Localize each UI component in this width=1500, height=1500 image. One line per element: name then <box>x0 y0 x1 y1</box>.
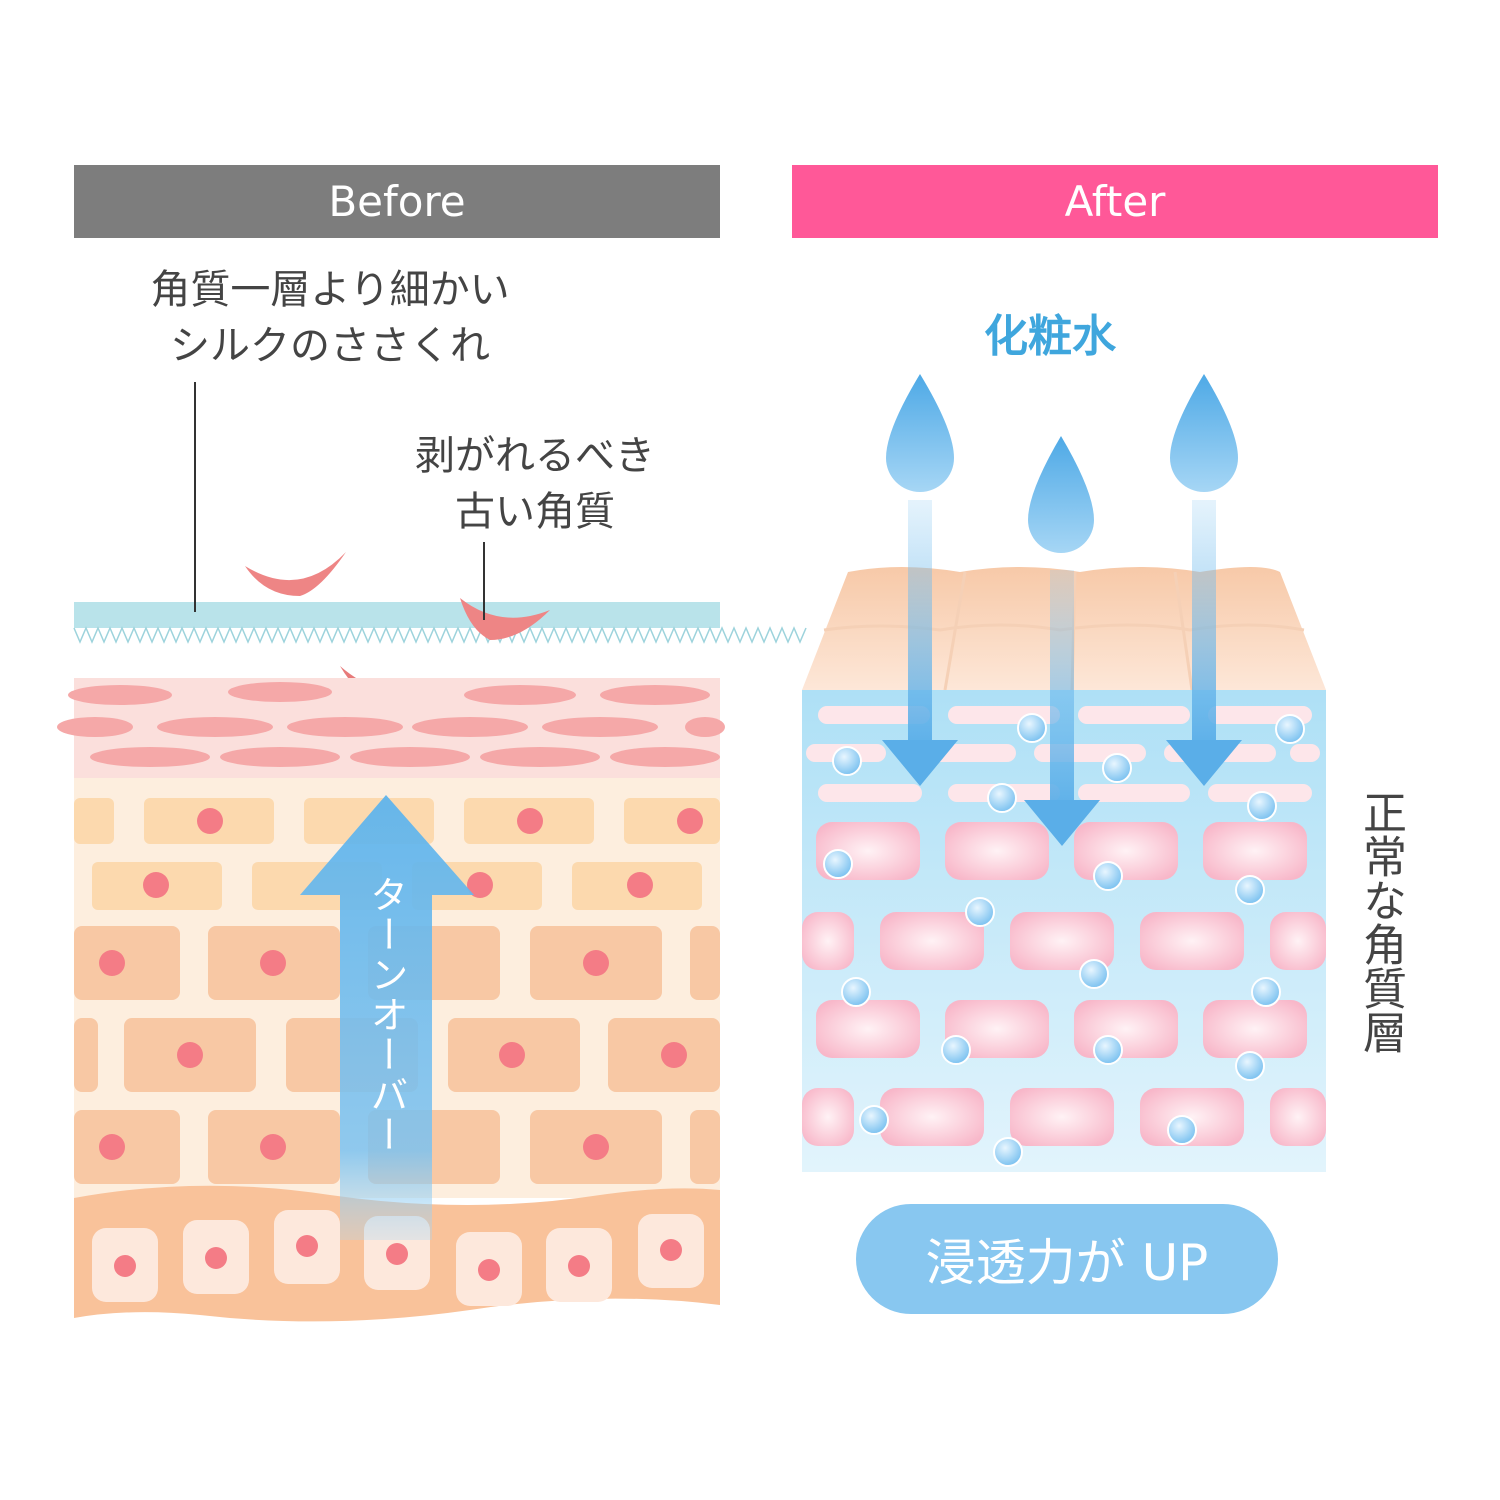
note-old-line-2: 古い角質 <box>455 489 615 535</box>
note-silk-line-2: シルクのささくれ <box>170 323 490 369</box>
note-silk-line-1: 角質一層より細かい <box>150 267 510 313</box>
before-pink-band <box>57 678 725 778</box>
after-bubbles <box>823 713 1305 1167</box>
note-old-line-1: 剥がれるべき <box>415 433 655 479</box>
lotion-label: 化粧水 <box>984 311 1116 362</box>
after-absorb-arrows <box>882 500 1242 846</box>
turnover-arrow <box>300 795 474 1240</box>
penetration-up-label: 浸透力が UP <box>925 1234 1209 1292</box>
before-horny-layer <box>73 602 807 644</box>
after-header: After <box>792 165 1438 238</box>
after-header-label: After <box>1064 177 1166 226</box>
normal-horny-layer-label: 正常な角質層 <box>1355 790 1406 1054</box>
after-cells <box>802 822 1326 1146</box>
before-header: Before <box>74 165 720 238</box>
flake-1 <box>245 552 346 596</box>
penetration-up-badge: 浸透力が UP <box>856 1204 1278 1314</box>
flake-2 <box>460 598 550 640</box>
before-header-label: Before <box>328 177 466 226</box>
turnover-label: ターンオーバー <box>364 875 408 1155</box>
lotion-drops <box>886 374 1238 553</box>
note-silk-hangnail: 角質一層より細かい シルクのささくれ <box>110 262 550 374</box>
note-old-keratin: 剥がれるべき 古い角質 <box>390 428 680 540</box>
